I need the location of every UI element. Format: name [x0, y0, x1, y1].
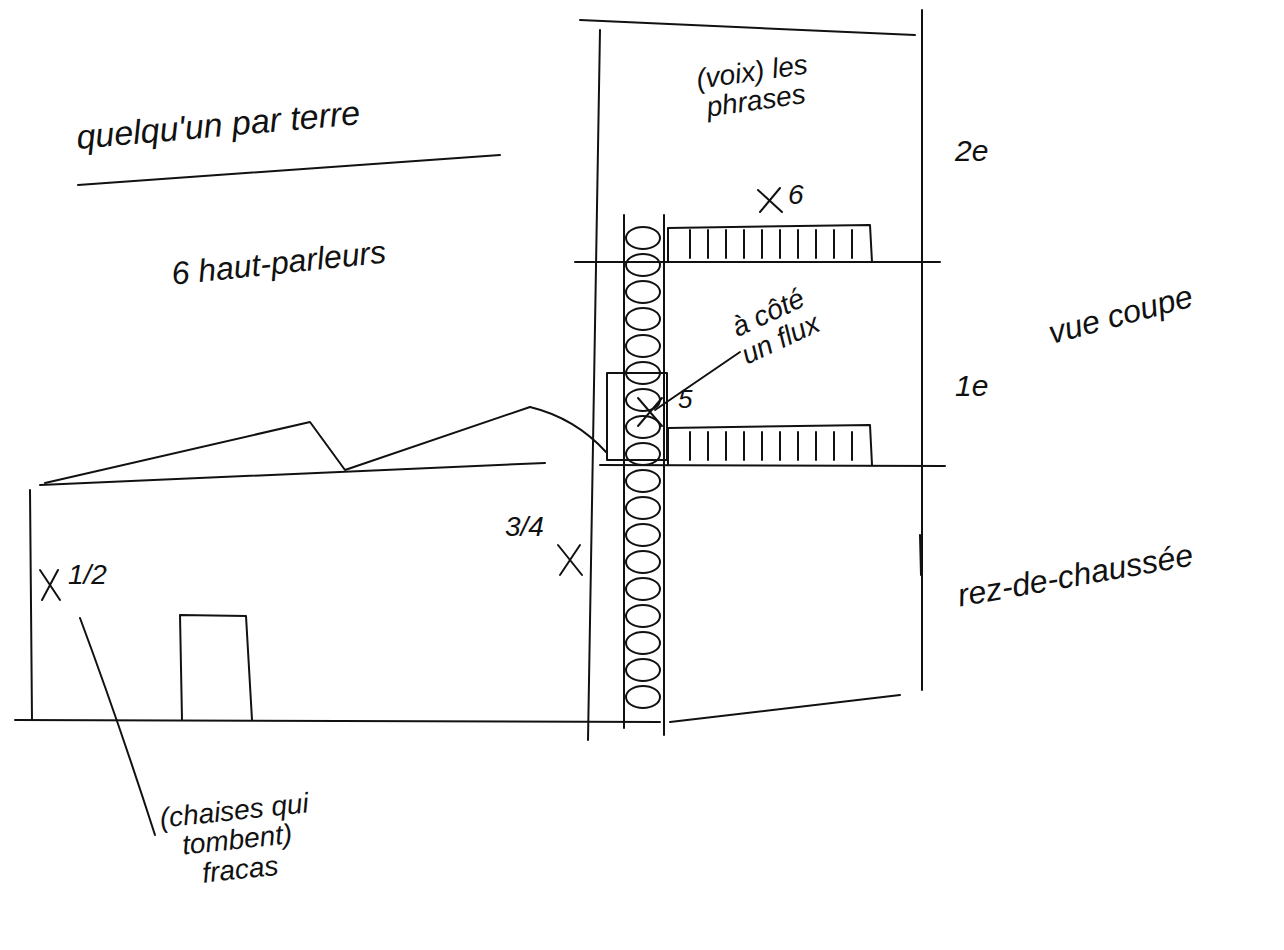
coil: [626, 605, 660, 627]
zigzag-roof: [45, 407, 530, 483]
note-label: 6: [788, 180, 804, 209]
leader-line: [655, 352, 740, 410]
spiral-coils: [626, 227, 660, 708]
top-line: [580, 20, 915, 35]
stair-column: [623, 215, 625, 728]
speaker-cross: [638, 398, 662, 426]
note-label: 5: [678, 386, 692, 413]
floor-line: [600, 465, 945, 466]
speaker-cross: [40, 570, 60, 600]
tick-mark: [920, 535, 921, 575]
bench: [668, 225, 872, 262]
note-label: 6 haut-parleurs: [170, 236, 388, 292]
coil: [626, 470, 660, 492]
coil: [626, 578, 660, 600]
door: [180, 615, 252, 720]
note-label: à côté un flux: [722, 281, 827, 371]
right-building-wall: [588, 30, 600, 740]
note-label: 1/2: [68, 560, 107, 589]
ground-line-right: [670, 695, 900, 722]
coil: [626, 551, 660, 573]
coil: [626, 686, 660, 708]
speaker-frame: [607, 373, 667, 460]
coil: [626, 281, 660, 303]
note-label: rez-de-chaussée: [955, 539, 1196, 613]
title-underline: [78, 155, 500, 185]
note-label: vue coupe: [1045, 280, 1196, 351]
coil: [626, 524, 660, 546]
right-building-wall: [921, 10, 923, 690]
coil: [626, 497, 660, 519]
leader-line: [80, 618, 155, 835]
speaker-cross: [558, 545, 582, 575]
floor-line: [575, 261, 940, 263]
left-wall: [30, 490, 32, 720]
coil: [626, 227, 660, 249]
stair-column: [663, 215, 665, 735]
note-label: 3/4: [505, 512, 544, 541]
note-label: 2e: [955, 135, 988, 167]
note-label: (voix) les phrases: [688, 49, 820, 125]
note-label: quelqu'un par terre: [75, 95, 361, 155]
coil: [626, 308, 660, 330]
coil: [626, 659, 660, 681]
speaker-cross: [758, 188, 782, 212]
roof-curve: [530, 407, 606, 452]
bench-hatching: [690, 230, 852, 258]
bench-hatching: [690, 432, 852, 460]
coil: [626, 335, 660, 357]
ground-line: [15, 720, 660, 722]
coil: [626, 443, 660, 465]
coil: [626, 254, 660, 276]
note-label: (chaises qui tombent) fracas: [148, 787, 326, 892]
coil: [626, 632, 660, 654]
note-label: 1e: [955, 370, 988, 402]
bench: [668, 425, 872, 465]
